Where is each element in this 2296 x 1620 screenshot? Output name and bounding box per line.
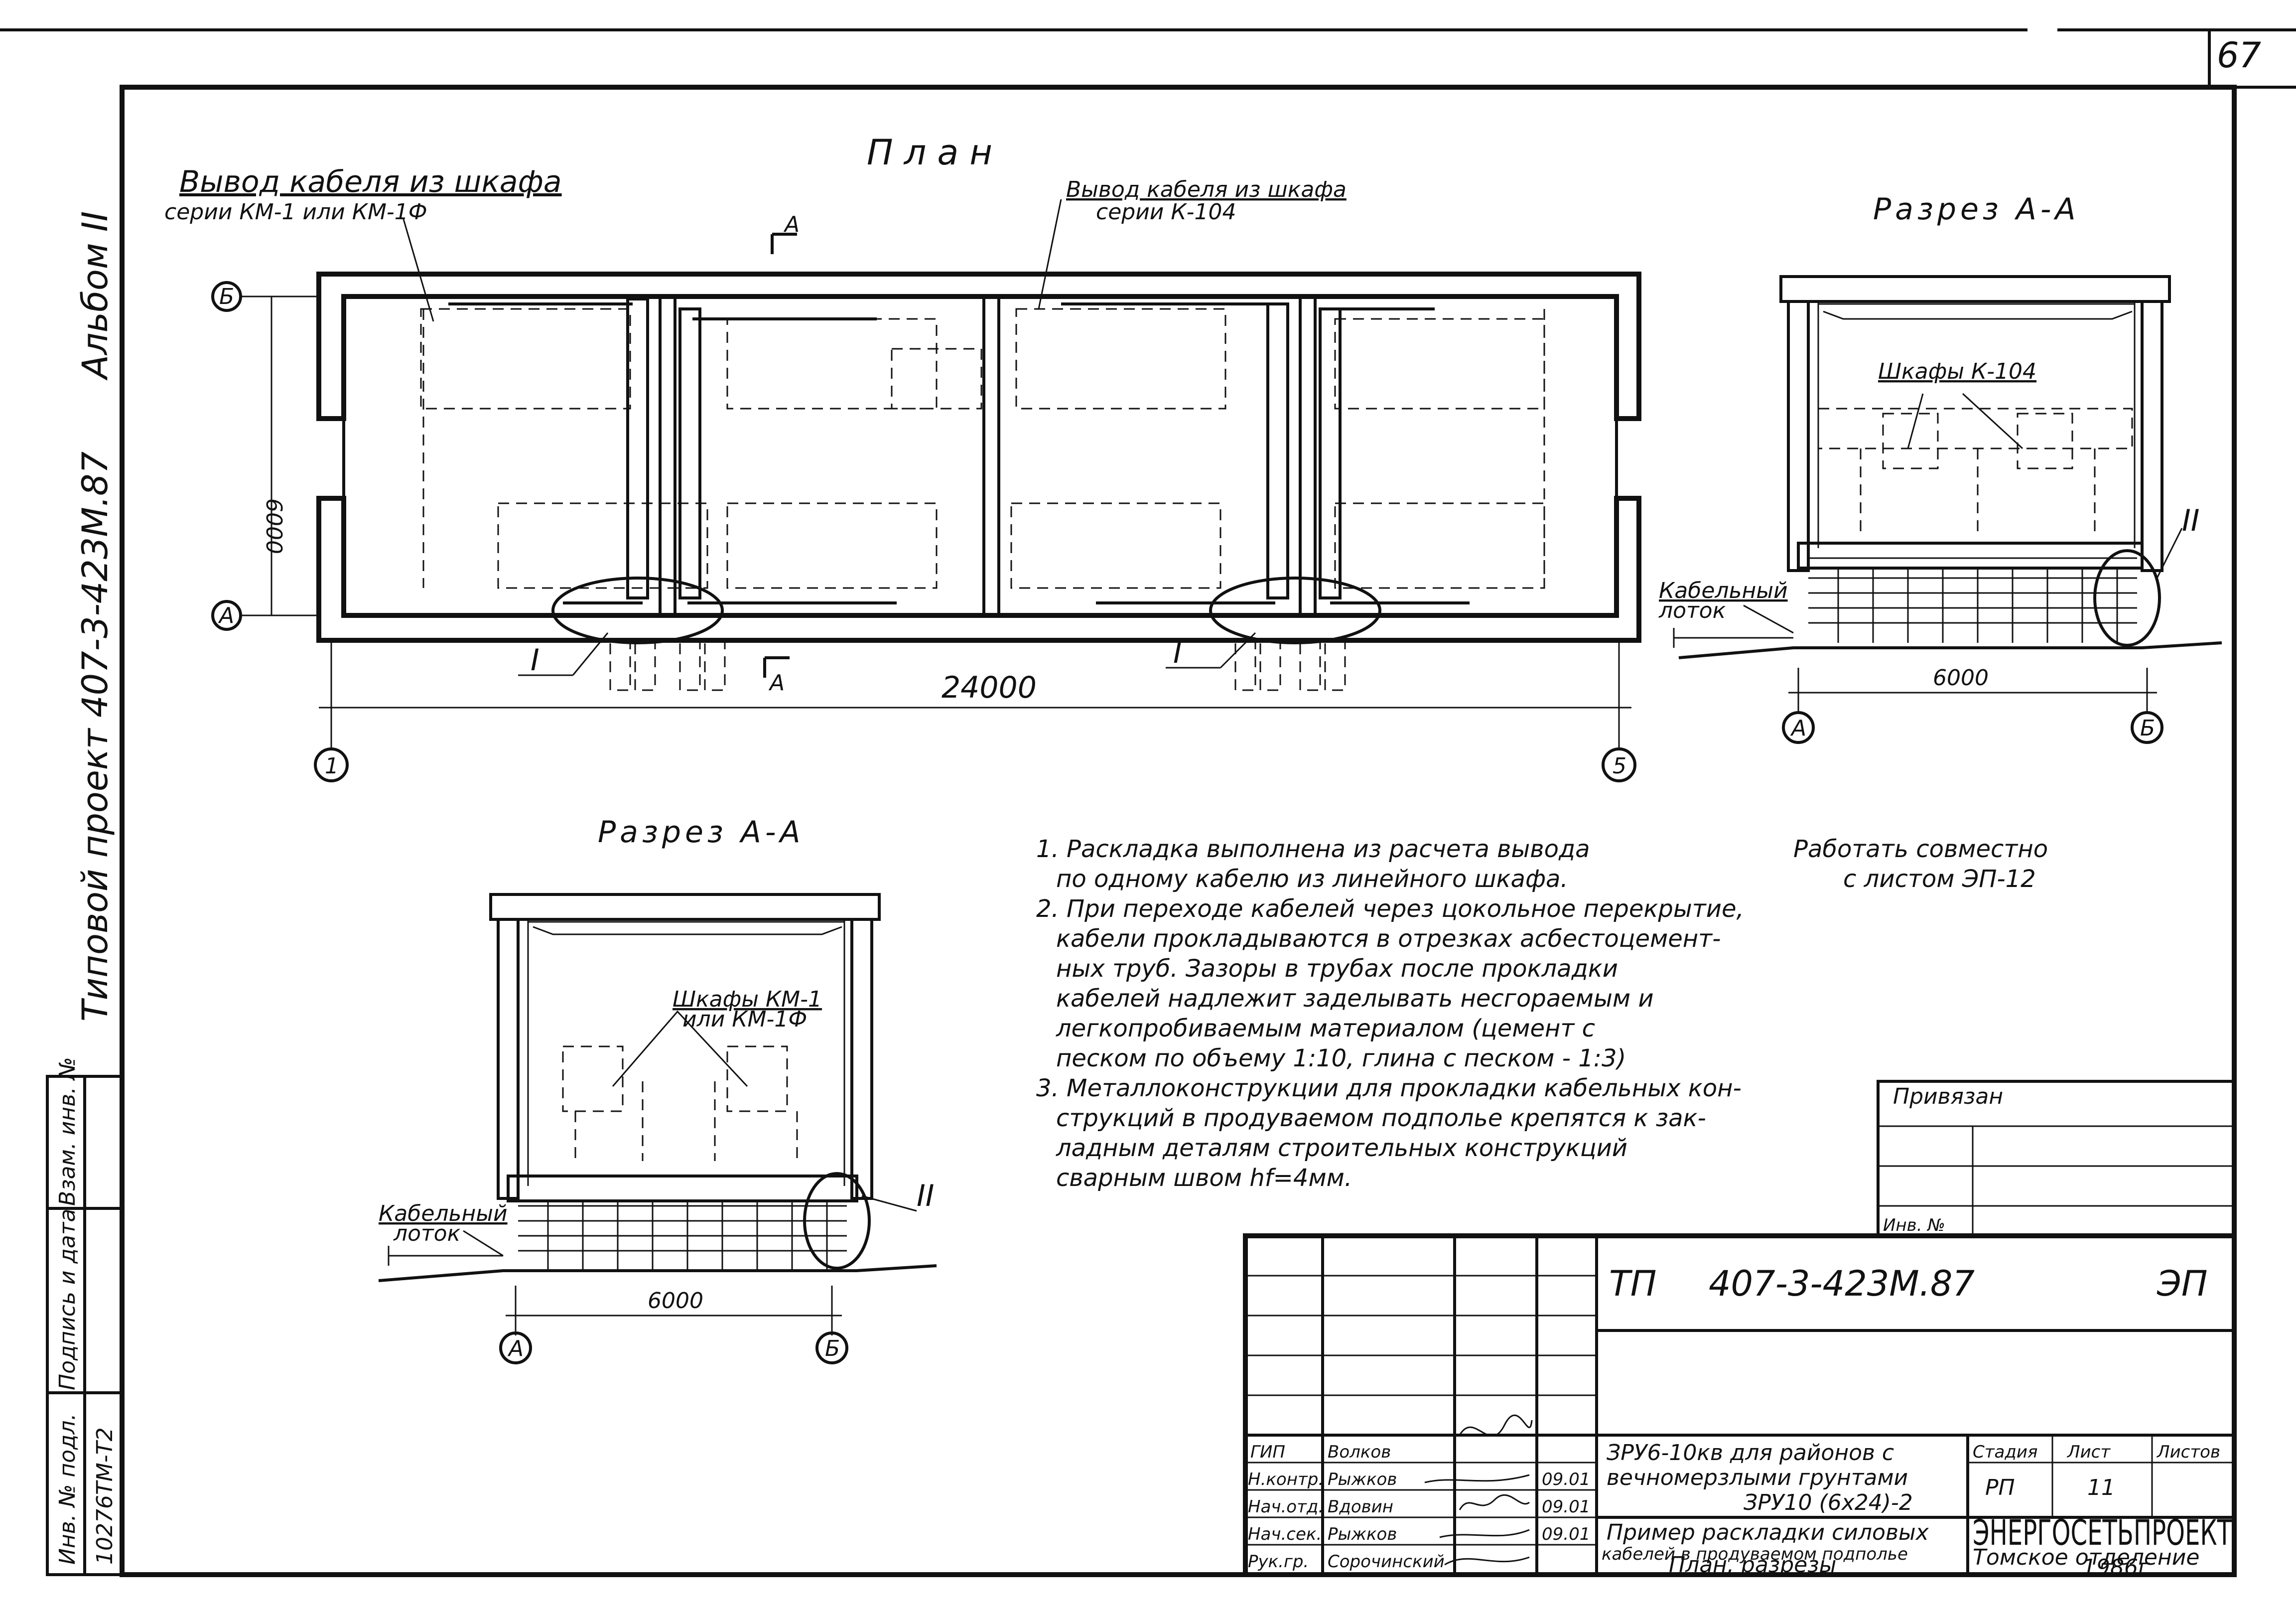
plan-view: План bbox=[164, 132, 1641, 782]
section-left-axis-b: Б bbox=[825, 1336, 840, 1361]
section-left-dim: 6000 bbox=[648, 1288, 703, 1314]
sheet-frame: 67 bbox=[0, 28, 2296, 1577]
title-block: ТП 407-3-423М.87 ЭП ЗРУ6-10кв для районо… bbox=[1243, 1233, 2237, 1580]
plan-pipes bbox=[609, 639, 1346, 691]
tb-org-year: 1986г bbox=[2082, 1555, 2150, 1580]
tb-sheet-value: 11 bbox=[2087, 1475, 2115, 1500]
binding-label: Привязан bbox=[1893, 1084, 2003, 1109]
section-right-tray-line2: лоток bbox=[1658, 598, 1726, 623]
section-left-tray-line2: лоток bbox=[393, 1221, 461, 1246]
plan-axis-b: Б bbox=[219, 284, 234, 309]
note-line-5: ных труб. Зазоры в трубах после прокладк… bbox=[1056, 955, 1618, 983]
tb-org-name: ЭНЕРГОСЕТЬПРОЕКТ bbox=[1973, 1512, 2232, 1553]
tb-sheets-header: Листов bbox=[2156, 1442, 2220, 1462]
tb-section-code: ЭП bbox=[2157, 1263, 2208, 1304]
album-label: Альбом II bbox=[75, 211, 116, 381]
section-left-tray-line1: Кабельный bbox=[379, 1201, 508, 1226]
signer-date: 09.01 bbox=[1542, 1470, 1590, 1489]
inv-podl-label: Инв. № подл. bbox=[55, 1413, 80, 1565]
plan-axis-5: 5 bbox=[1613, 753, 1626, 779]
tb-drawing-line2: кабелей в продуваемом подполье bbox=[1602, 1544, 1908, 1564]
tb-code-prefix: ТП bbox=[1609, 1263, 1656, 1304]
work-together-line1: Работать совместно bbox=[1793, 835, 2048, 863]
vzam-inv-label: Взам. инв. № bbox=[55, 1057, 80, 1206]
signer-role: Н.контр. bbox=[1248, 1470, 1324, 1489]
section-right-cabinets-label: Шкафы К-104 bbox=[1878, 359, 2036, 384]
section-right-title: Разрез А-А bbox=[1873, 192, 2080, 227]
plan-callout-left-line1: Вывод кабеля из шкафа bbox=[179, 164, 562, 199]
signer-name: Вдовин bbox=[1328, 1497, 1393, 1517]
plan-callout-right-line1: Вывод кабеля из шкафа bbox=[1066, 177, 1347, 202]
signer-date: 09.01 bbox=[1542, 1497, 1590, 1517]
section-left: Разрез А-А II Шкафы КМ-1 или КМ-1Ф Кабел… bbox=[378, 815, 937, 1364]
note-line-3: 2. При переходе кабелей через цокольное … bbox=[1036, 895, 1744, 923]
section-right: Разрез А-А II Шкафы К-104 Кабельный лото… bbox=[1658, 192, 2222, 744]
plan-detail-mark-1: I bbox=[531, 643, 540, 678]
section-right-dim: 6000 bbox=[1933, 665, 1989, 691]
project-label: Типовой проект 407-3-423М.87 bbox=[75, 451, 116, 1022]
page-number: 67 bbox=[2217, 35, 2261, 76]
tb-stage-value: РП bbox=[1985, 1475, 2015, 1500]
plan-dim-side: 6000 bbox=[261, 498, 286, 554]
note-line-12: сварным швом hf=4мм. bbox=[1056, 1164, 1352, 1192]
signers: ГИП Волков Н.контр. Рыжков 09.01 Нач.отд… bbox=[1248, 1442, 1590, 1572]
section-right-detail-mark: II bbox=[2182, 503, 2199, 538]
tb-stage-header: Стадия bbox=[1973, 1442, 2037, 1462]
signer-name: Рыжков bbox=[1328, 1524, 1397, 1544]
signature-marks bbox=[1424, 1414, 1533, 1566]
signer-role: Нач.сек. bbox=[1248, 1524, 1322, 1544]
section-left-cabinets-line2: или КМ-1Ф bbox=[682, 1007, 807, 1032]
binding-block: Привязан Инв. № bbox=[1877, 1080, 2236, 1237]
tb-drawing-line3: План, разрезы bbox=[1669, 1552, 1836, 1578]
note-line-11: ладным деталям строительных конструкций bbox=[1056, 1134, 1627, 1162]
note-line-8: песком по объему 1:10, глина с песком - … bbox=[1056, 1044, 1626, 1072]
section-right-tray-line1: Кабельный bbox=[1659, 578, 1788, 603]
plan-detail-mark-2: I bbox=[1173, 635, 1182, 670]
signer-name: Сорочинский bbox=[1328, 1552, 1445, 1572]
tb-sheet-header: Лист bbox=[2066, 1442, 2111, 1462]
note-line-2: по одному кабелю из линейного шкафа. bbox=[1056, 865, 1568, 893]
inv-podl-value: 10276ТМ-Т2 bbox=[92, 1427, 118, 1565]
plan-section-mark-top: А bbox=[783, 212, 800, 237]
signer-name: Рыжков bbox=[1328, 1470, 1397, 1489]
general-notes: 1. Раскладка выполнена из расчета вывода… bbox=[1036, 835, 2048, 1192]
tb-org-branch: Томское отделение bbox=[1973, 1545, 2199, 1570]
signer-date: 09.01 bbox=[1542, 1524, 1590, 1544]
note-line-6: кабелей надлежит заделывать несгораемым … bbox=[1056, 985, 1654, 1013]
plan-axis-1: 1 bbox=[325, 753, 339, 779]
margin-stamp: Инв. № подл. 10276ТМ-Т2 Подпись и дата В… bbox=[46, 211, 124, 1576]
signer-role: ГИП bbox=[1250, 1442, 1285, 1462]
note-line-1: 1. Раскладка выполнена из расчета вывода bbox=[1036, 835, 1590, 863]
section-left-detail-mark: II bbox=[917, 1178, 934, 1213]
note-line-4: кабели прокладываются в отрезках асбесто… bbox=[1056, 925, 1721, 953]
section-right-axis-b: Б bbox=[2140, 716, 2155, 741]
plan-axis-a: А bbox=[218, 603, 234, 628]
signer-name: Волков bbox=[1328, 1442, 1391, 1462]
plan-section-mark-bottom: А bbox=[768, 670, 785, 696]
plan-title: План bbox=[867, 132, 1003, 173]
signer-role: Рук.гр. bbox=[1248, 1552, 1309, 1572]
section-right-axis-a: А bbox=[1790, 716, 1806, 741]
note-line-7: легкопробиваемым материалом (цемент с bbox=[1056, 1015, 1595, 1042]
work-together-line2: с листом ЭП-12 bbox=[1843, 865, 2036, 893]
plan-cabinets bbox=[420, 308, 1545, 589]
section-left-title: Разрез А-А bbox=[598, 815, 805, 850]
plan-dim-total: 24000 bbox=[942, 670, 1037, 705]
note-line-9: 3. Металлоконструкции для прокладки кабе… bbox=[1036, 1074, 1742, 1102]
tb-object-line2: вечномерзлыми грунтами bbox=[1607, 1465, 1908, 1490]
tb-object-line3: ЗРУ10 (6х24)-2 bbox=[1744, 1490, 1913, 1515]
section-left-cabinets-line1: Шкафы КМ-1 bbox=[673, 987, 822, 1012]
binding-inv-label: Инв. № bbox=[1883, 1215, 1945, 1235]
section-left-axis-a: А bbox=[507, 1336, 524, 1361]
plan-cable-trays bbox=[448, 297, 1470, 604]
note-line-10: струкций в продуваемом подполье крепятся… bbox=[1056, 1104, 1706, 1132]
plan-callout-left-line2: серии КМ-1 или КМ-1Ф bbox=[164, 199, 427, 225]
sign-date-label: Подпись и дата bbox=[55, 1209, 80, 1390]
tb-object-line1: ЗРУ6-10кв для районов с bbox=[1607, 1440, 1894, 1466]
signer-role: Нач.отд. bbox=[1248, 1497, 1324, 1517]
tb-code: 407-3-423М.87 bbox=[1709, 1263, 1975, 1304]
plan-callout-right-line2: серии К-104 bbox=[1096, 199, 1236, 225]
tb-drawing-line1: Пример раскладки силовых bbox=[1607, 1520, 1929, 1545]
